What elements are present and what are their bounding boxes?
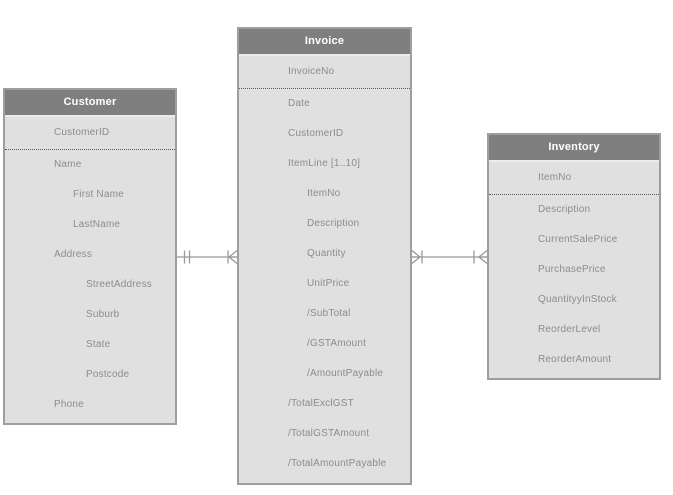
attribute-row: Phone [5,390,175,420]
entity-invoice[interactable]: Invoice InvoiceNo Date CustomerID ItemLi… [237,27,412,485]
attribute-row: Description [489,195,659,225]
entity-inventory[interactable]: Inventory ItemNo Description CurrentSale… [487,133,661,380]
key-attribute-row: CustomerID [5,117,175,149]
attribute-label: ItemLine [1..10] [288,158,361,169]
crow-foot-many [227,249,237,265]
attribute-label: Suburb [86,309,120,320]
attribute-label: State [86,339,111,350]
attribute-row: /TotalGSTAmount [239,419,410,449]
attribute-row: Address [5,240,175,270]
attribute-label: /AmountPayable [307,368,384,379]
entity-customer-body: CustomerID Name First Name LastName Addr… [5,117,175,420]
attribute-row: /TotalExclGST [239,389,410,419]
attribute-label: Description [538,204,591,215]
attribute-row: ItemLine [1..10] [239,149,410,179]
attribute-row: Suburb [5,300,175,330]
attribute-label: Description [307,218,360,229]
attribute-row: Name [5,150,175,180]
attribute-row: /GSTAmount [239,329,410,359]
identifier-separator [5,149,175,150]
attribute-label: InvoiceNo [288,66,335,77]
attribute-row: Postcode [5,360,175,390]
identifier-separator [239,88,410,89]
attribute-row: /SubTotal [239,299,410,329]
attribute-label: First Name [73,189,124,200]
attribute-row: Date [239,89,410,119]
identifier-separator [489,194,659,195]
entity-inventory-body: ItemNo Description CurrentSalePrice Purc… [489,162,659,375]
attribute-row: UnitPrice [239,269,410,299]
key-attribute-row: ItemNo [489,162,659,194]
attribute-row: PurchasePrice [489,255,659,285]
entity-invoice-header: Invoice [239,29,410,56]
attribute-label: PurchasePrice [538,264,606,275]
attribute-row: StreetAddress [5,270,175,300]
attribute-label: LastName [73,219,121,230]
crow-foot-many [412,249,422,265]
attribute-row: First Name [5,180,175,210]
attribute-row: QuantityyInStock [489,285,659,315]
attribute-label: Date [288,98,310,109]
key-attribute-row: InvoiceNo [239,56,410,88]
attribute-label: /TotalAmountPayable [288,458,387,469]
entity-invoice-title: Invoice [304,35,345,47]
entity-customer[interactable]: Customer CustomerID Name First Name Last… [3,88,177,425]
attribute-row: ReorderLevel [489,315,659,345]
attribute-label: ReorderLevel [538,324,601,335]
attribute-row: CustomerID [239,119,410,149]
attribute-row: CurrentSalePrice [489,225,659,255]
entity-inventory-header: Inventory [489,135,659,162]
attribute-label: CustomerID [54,127,110,138]
entity-customer-header: Customer [5,90,175,117]
entity-inventory-title: Inventory [548,141,600,153]
attribute-row: ItemNo [239,179,410,209]
attribute-label: CustomerID [288,128,344,139]
attribute-row: /TotalAmountPayable [239,449,410,479]
attribute-row: State [5,330,175,360]
attribute-label: CurrentSalePrice [538,234,618,245]
attribute-row: /AmountPayable [239,359,410,389]
attribute-label: /TotalExclGST [288,398,354,409]
attribute-label: Name [54,159,82,170]
attribute-label: UnitPrice [307,278,350,289]
attribute-label: Postcode [86,369,130,380]
attribute-row: Quantity [239,239,410,269]
relationship-invoice-inventory[interactable] [412,245,487,269]
attribute-label: /TotalGSTAmount [288,428,370,439]
attribute-label: StreetAddress [86,279,152,290]
attribute-label: Phone [54,399,84,410]
attribute-label: /GSTAmount [307,338,367,349]
attribute-label: Quantity [307,248,346,259]
attribute-label: Address [54,249,93,260]
attribute-label: /SubTotal [307,308,351,319]
attribute-label: ReorderAmount [538,354,612,365]
attribute-label: ItemNo [538,172,572,183]
attribute-label: ItemNo [307,188,341,199]
entity-invoice-body: InvoiceNo Date CustomerID ItemLine [1..1… [239,56,410,479]
crow-foot-many [477,249,487,265]
relationship-customer-invoice[interactable] [177,245,237,269]
attribute-row: ReorderAmount [489,345,659,375]
attribute-row: LastName [5,210,175,240]
attribute-row: Description [239,209,410,239]
attribute-label: QuantityyInStock [538,294,617,305]
entity-customer-title: Customer [63,96,117,108]
